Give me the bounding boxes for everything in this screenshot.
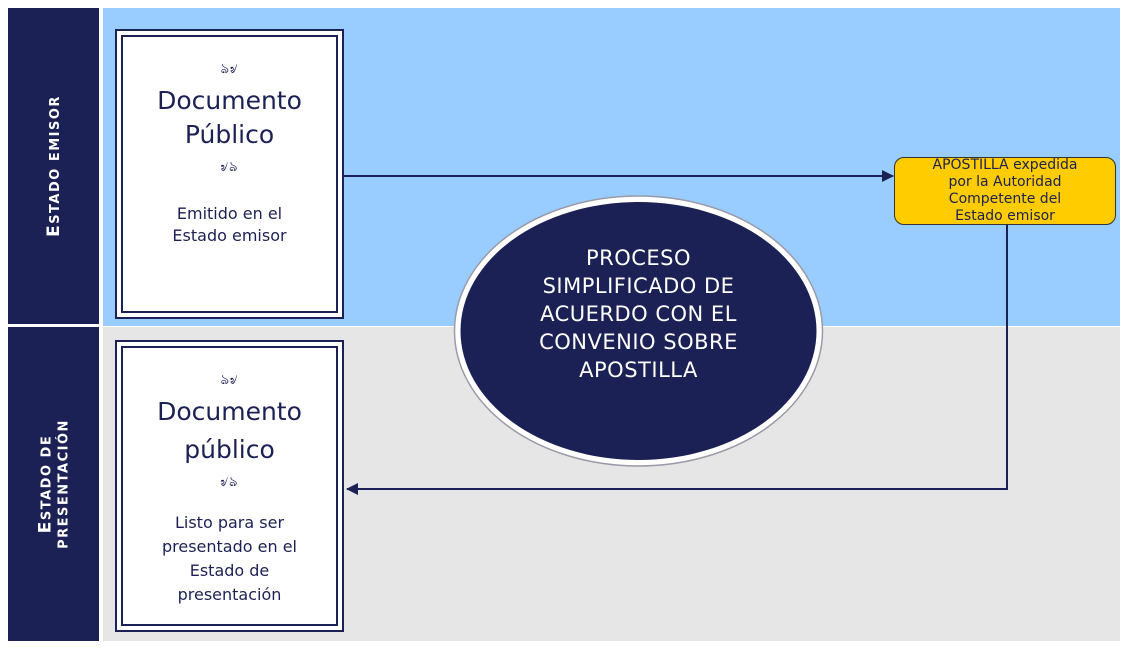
apostilla-line1: APOSTILLA expedida: [932, 157, 1078, 173]
process-text-line4: CONVENIO SOBRE: [539, 330, 738, 354]
apostilla-line4: Estado emisor: [955, 208, 1055, 224]
lane-label-presentacion: Estado de presentación: [8, 327, 99, 641]
document-publico-presentacion-box: ঌ৶ Documento público ৶ঌ Listo para ser p…: [115, 340, 344, 632]
process-text-line3: ACUERDO CON EL: [540, 302, 737, 326]
process-text-line1: PROCESO: [585, 246, 692, 270]
document-presentacion-subtitle-line4: presentación: [177, 585, 282, 604]
process-oval: PROCESO SIMPLIFICADO DE ACUERDO CON EL C…: [452, 193, 825, 469]
apostilla-line2: por la Autoridad: [948, 174, 1062, 190]
lane-label-emisor: Estado emisor: [8, 8, 99, 324]
document-presentacion-subtitle-line1: Listo para ser: [174, 513, 285, 532]
ornament-top-icon: ঌ৶: [220, 61, 239, 77]
apostilla-box: APOSTILLA expedida por la Autoridad Comp…: [894, 157, 1116, 225]
document-emisor-title-line2: Público: [184, 120, 275, 149]
document-presentacion-title-line1: Documento: [157, 397, 302, 426]
ornament-bottom-icon: ৶ঌ: [220, 159, 239, 175]
document-presentacion-subtitle-line2: presentado en el: [161, 537, 297, 556]
apostilla-line3: Competente del: [948, 191, 1062, 207]
document-publico-emisor-box: ঌ৶ Documento Público ৶ঌ Emitido en el Es…: [115, 29, 344, 319]
process-text-line5: APOSTILLA: [579, 358, 698, 382]
document-emisor-subtitle-line1: Emitido en el: [176, 204, 283, 223]
document-emisor-title-line1: Documento: [157, 86, 302, 115]
document-presentacion-subtitle-line3: Estado de: [189, 561, 270, 580]
ornament-top-icon: ঌ৶: [220, 372, 239, 388]
ornament-bottom-icon: ৶ঌ: [220, 474, 239, 490]
document-emisor-subtitle-line2: Estado emisor: [172, 226, 287, 245]
document-presentacion-title-line2: público: [184, 435, 275, 464]
process-text-line2: SIMPLIFICADO DE: [542, 274, 735, 298]
arrow-apostilla-to-document: [346, 225, 1008, 495]
